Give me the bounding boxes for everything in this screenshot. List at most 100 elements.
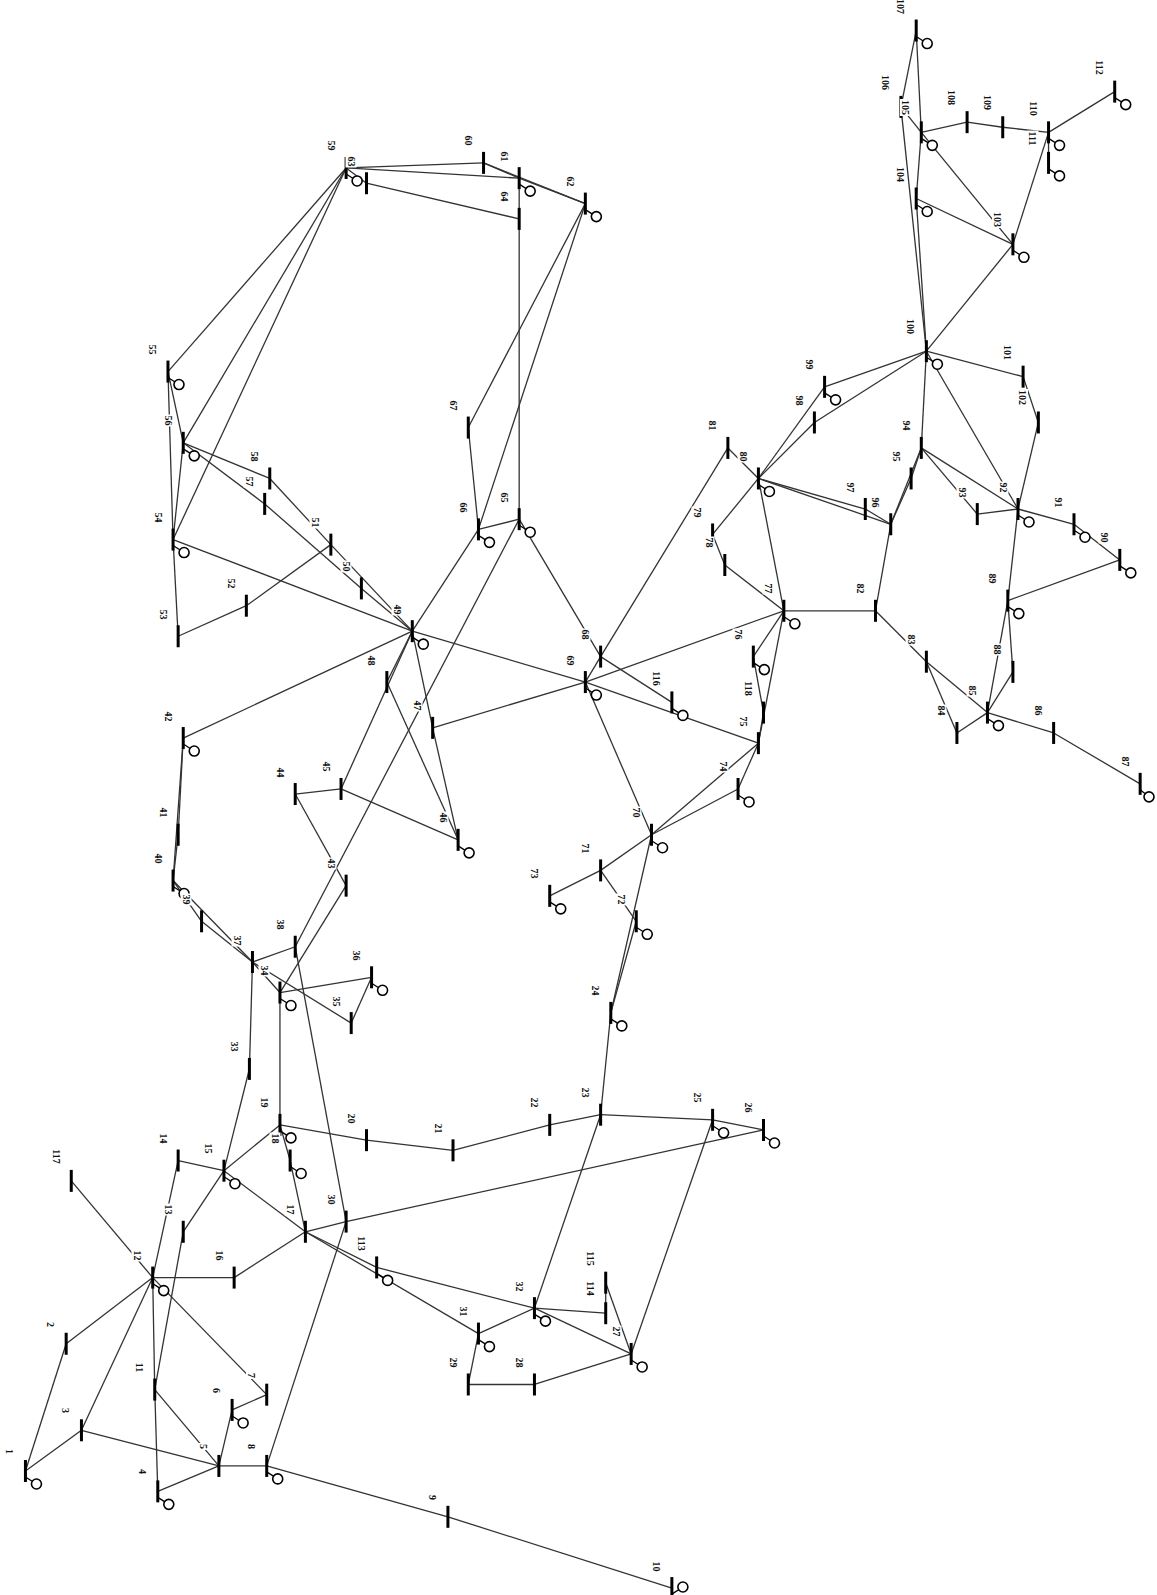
bus-bar	[265, 1455, 268, 1477]
generator-symbol	[932, 359, 942, 369]
bus-bar	[457, 829, 460, 851]
transmission-line	[1013, 132, 1049, 244]
bus-bar	[1072, 513, 1075, 535]
generator-symbol	[174, 380, 184, 390]
bus-number: 45	[320, 761, 331, 773]
transmission-line	[519, 519, 600, 656]
generator-symbol	[759, 665, 769, 675]
bus-number: 12	[132, 1250, 143, 1262]
bus-number: 84	[936, 705, 947, 717]
bus-number: 69	[564, 654, 575, 666]
bus-bar	[477, 1323, 480, 1345]
transmission-line	[468, 1334, 478, 1385]
transmission-line	[267, 1222, 346, 1466]
transmission-line	[168, 372, 183, 443]
transmission-line	[611, 835, 652, 1013]
generator-symbol	[164, 1499, 174, 1509]
bus-bar	[1011, 233, 1014, 255]
bus-number: 113	[356, 1235, 367, 1251]
transmission-line	[987, 713, 1053, 733]
bus-bar	[217, 1455, 220, 1477]
transmission-line	[926, 662, 957, 733]
bus-bar	[340, 778, 343, 800]
bus-number: 47	[412, 700, 423, 712]
bus-number: 46	[437, 812, 448, 824]
bus-bar	[874, 600, 877, 622]
bus-bar	[762, 702, 765, 724]
transmission-line	[265, 504, 362, 588]
bus-bar	[518, 167, 521, 189]
generator-symbol	[273, 1474, 283, 1484]
transmission-line	[758, 478, 890, 524]
bus-number: 7	[246, 1372, 257, 1379]
transmission-line	[758, 422, 814, 478]
bus-number: 49	[391, 603, 402, 615]
bus-bar	[1118, 549, 1121, 571]
bus-bar	[467, 417, 470, 439]
transmission-line	[173, 540, 412, 632]
transmission-line	[758, 478, 783, 610]
generator-symbol	[770, 1138, 780, 1148]
bus-bar	[757, 732, 760, 754]
transmission-line	[926, 244, 1013, 351]
bus-number: 75	[737, 715, 748, 727]
bus-bar	[604, 1302, 607, 1324]
transmission-line	[534, 1115, 600, 1308]
bus-number: 70	[631, 807, 642, 819]
bus-number: 103	[992, 211, 1003, 228]
bus-number: 34	[259, 965, 270, 977]
bus-bar	[584, 193, 587, 215]
bus-number: 81	[707, 420, 718, 432]
generator-symbol	[464, 848, 474, 858]
generator-symbol	[484, 537, 494, 547]
bus-number: 50	[340, 560, 351, 572]
transmission-line	[758, 478, 865, 509]
transmission-line	[606, 1283, 631, 1354]
transmission-line	[377, 1267, 535, 1308]
generator-symbol	[352, 176, 362, 186]
transmission-line	[957, 713, 988, 733]
transmission-line	[921, 448, 1018, 509]
generator-symbol	[296, 1169, 306, 1179]
bus-bar	[1006, 590, 1009, 612]
transmission-line	[652, 743, 759, 835]
bus-bar	[864, 498, 867, 520]
transmission-line	[921, 122, 967, 132]
bus-bar	[737, 778, 740, 800]
bus-number: 71	[580, 842, 591, 854]
bus-number: 106	[880, 74, 891, 91]
bus-bar	[350, 1012, 353, 1034]
bus-number: 110	[1028, 100, 1039, 116]
bus-bar	[823, 376, 826, 398]
generator-symbol	[378, 985, 388, 995]
bus-number: 91	[1053, 496, 1064, 508]
bus-number: 59	[325, 140, 336, 152]
transmission-line	[155, 1232, 184, 1390]
bus-number: 19	[259, 1097, 270, 1109]
bus-bar	[265, 1384, 268, 1406]
bus-number: 98	[793, 394, 804, 406]
bus-number: 1	[4, 1448, 15, 1455]
generator-symbol	[790, 619, 800, 629]
transmission-line	[341, 631, 412, 789]
bus-number: 62	[564, 176, 575, 188]
bus-number: 83	[905, 634, 916, 646]
bus-bar	[452, 1139, 455, 1161]
bus-number: 52	[225, 578, 236, 590]
bus-number: 74	[717, 761, 728, 773]
bus-bar	[251, 951, 254, 973]
transmission-line	[550, 870, 601, 895]
bus-bar	[1047, 152, 1050, 174]
generator-symbol	[179, 548, 189, 558]
transmission-line	[601, 835, 652, 871]
generator-symbol	[764, 486, 774, 496]
bus-bar	[360, 577, 363, 599]
bus-number: 35	[330, 995, 341, 1007]
bus-number: 93	[956, 486, 967, 498]
transmission-line	[331, 545, 412, 632]
generator-symbol	[922, 39, 932, 49]
bus-bar	[411, 620, 414, 642]
bus-bar	[533, 1297, 536, 1319]
transmission-line	[249, 962, 252, 1069]
bus-bar	[248, 1058, 251, 1080]
